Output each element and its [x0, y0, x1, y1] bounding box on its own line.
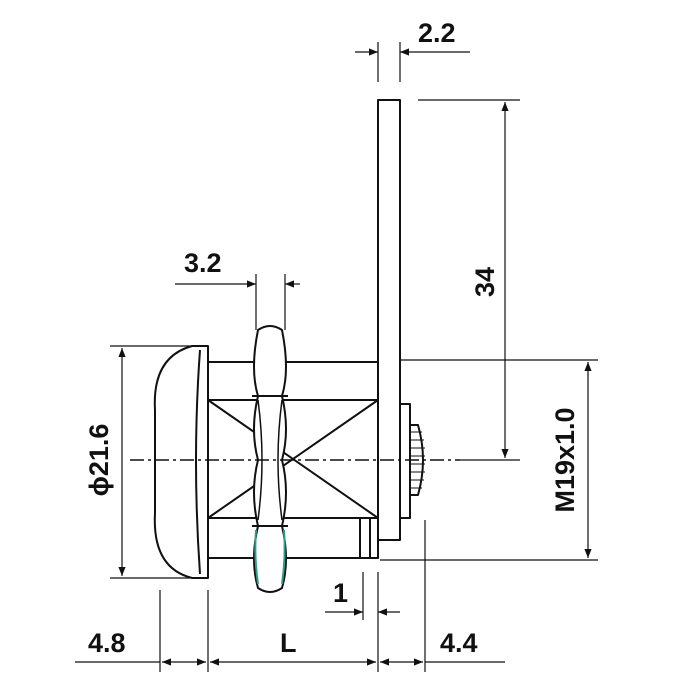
label-body-length: L — [280, 628, 297, 658]
hex-nut — [252, 325, 288, 593]
label-cam-length: 34 — [470, 267, 500, 297]
body-cross — [207, 399, 379, 519]
body-step — [359, 518, 371, 558]
label-nut-thickness: 3.2 — [184, 248, 222, 278]
cam-washer — [399, 403, 411, 519]
cam-plate — [377, 99, 401, 541]
label-flange-gap: 1 — [333, 578, 348, 608]
label-thread: M19x1.0 — [550, 407, 580, 512]
label-screw-projection: 4.4 — [440, 628, 478, 658]
label-cam-thickness: 2.2 — [418, 18, 456, 48]
label-head-diameter: ϕ21.6 — [84, 424, 114, 497]
nut-highlight — [254, 529, 286, 585]
label-head-depth: 4.8 — [88, 628, 126, 658]
lock-head — [153, 345, 209, 579]
screw-knurl — [411, 431, 425, 489]
head-band — [195, 349, 201, 575]
